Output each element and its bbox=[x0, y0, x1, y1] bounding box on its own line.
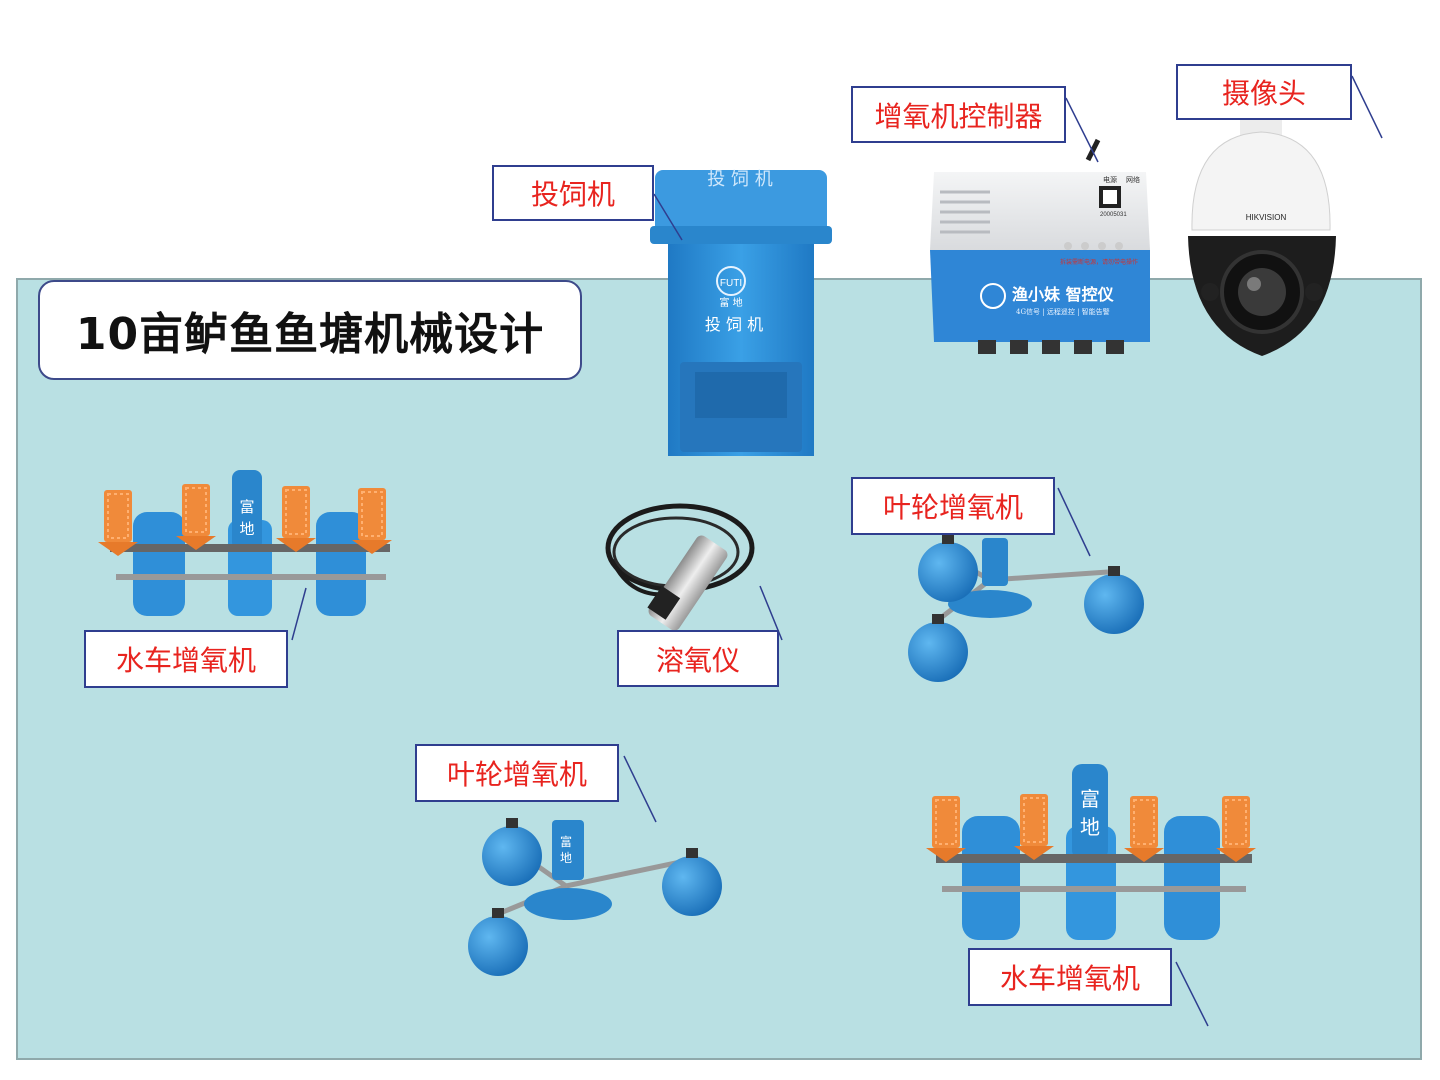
label-controller: 增氧机控制器 bbox=[851, 86, 1066, 143]
controller-led-power: 电源 bbox=[1103, 175, 1117, 184]
do-meter-device bbox=[605, 503, 755, 631]
label-feeder: 投饲机 bbox=[492, 165, 654, 221]
aerator-bottom-brand-2: 地 bbox=[560, 851, 572, 865]
camera-device bbox=[1188, 118, 1336, 356]
page-title-box: 10亩鲈鱼鱼塘机械设计 bbox=[38, 280, 582, 380]
controller-warning: 拆装需断电源，请勿带电操作 bbox=[1060, 258, 1138, 266]
label-impeller-bottom: 叶轮增氧机 bbox=[415, 744, 619, 802]
label-waterwheel-left: 水车增氧机 bbox=[84, 630, 288, 688]
impeller-aerator-right bbox=[908, 534, 1144, 682]
aerator-right-brand-1: 富 bbox=[1080, 787, 1100, 811]
label-impeller-right: 叶轮增氧机 bbox=[851, 477, 1055, 535]
label-waterwheel-right: 水车增氧机 bbox=[968, 948, 1172, 1006]
waterwheel-aerator-left bbox=[97, 470, 393, 616]
page-title: 10亩鲈鱼鱼塘机械设计 bbox=[75, 309, 545, 360]
label-do-meter: 溶氧仪 bbox=[617, 630, 779, 687]
controller-device bbox=[930, 138, 1150, 354]
label-camera: 摄像头 bbox=[1176, 64, 1352, 120]
camera-brand: HIKVISION bbox=[1246, 213, 1287, 222]
impeller-aerator-bottom bbox=[468, 818, 722, 976]
controller-subtitle: 4G信号 | 远程遥控 | 智能告警 bbox=[1016, 307, 1110, 316]
feeder-logo: FUTI bbox=[720, 278, 742, 289]
controller-brand: 渔小妹 智控仪 bbox=[1012, 285, 1115, 304]
feeder-machine bbox=[650, 170, 832, 456]
aerator-left-brand-1: 富 bbox=[239, 498, 254, 516]
waterwheel-aerator-right bbox=[925, 764, 1257, 940]
aerator-right-brand-2: 地 bbox=[1080, 815, 1100, 839]
feeder-top-text: 投 饲 机 bbox=[707, 169, 772, 190]
feeder-brand: 富 地 bbox=[719, 296, 742, 309]
feeder-front-text: 投 饲 机 bbox=[705, 315, 763, 334]
aerator-bottom-brand-1: 富 bbox=[560, 834, 572, 849]
controller-led-network: 网络 bbox=[1126, 175, 1140, 184]
aerator-left-brand-2: 地 bbox=[239, 520, 254, 538]
callout-lines bbox=[291, 75, 1383, 1027]
controller-serial: 20005031 bbox=[1100, 212, 1127, 218]
